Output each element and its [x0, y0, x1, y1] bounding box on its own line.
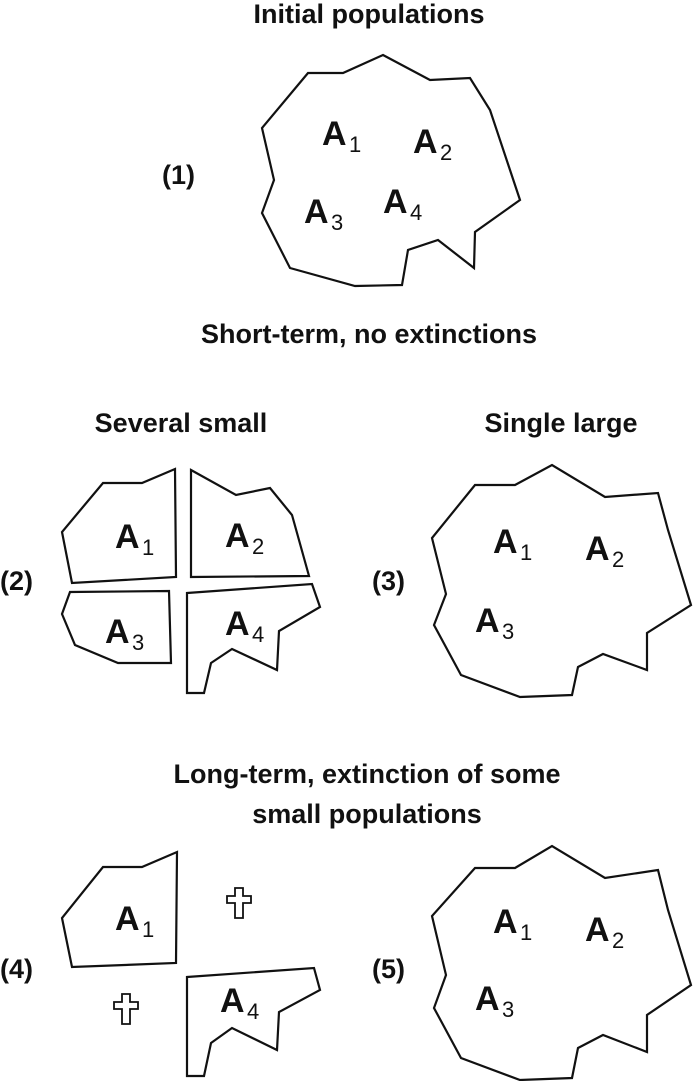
population-letter: A: [585, 911, 610, 949]
population-letter: A: [220, 982, 245, 1020]
panel3-population-A1: A 1: [493, 523, 532, 565]
population-subscript: 2: [252, 534, 264, 559]
single-large-patch-long-term: [430, 844, 693, 1082]
panel4-population-A4: A 4: [220, 982, 259, 1024]
initial-habitat-patch: [260, 53, 522, 288]
cross-icon: [226, 887, 252, 919]
panel4-population-A1: A 1: [115, 900, 154, 942]
population-letter: A: [322, 115, 347, 153]
fragment-top-left: [60, 467, 178, 585]
panel5-population-A2: A 2: [585, 911, 624, 953]
population-letter: A: [493, 903, 518, 941]
heading-single-large: Single large: [484, 408, 637, 438]
population-subscript: 4: [252, 622, 264, 647]
panel-label-3: (3): [372, 566, 405, 596]
heading-long-term-line2: small populations: [252, 799, 482, 829]
population-letter: A: [475, 980, 500, 1018]
panel-label-4: (4): [0, 954, 33, 984]
panel-label-5: (5): [372, 954, 405, 984]
panel3-population-A2: A 2: [585, 530, 624, 572]
population-letter: A: [115, 900, 140, 938]
panel2-population-A1: A 1: [115, 518, 154, 560]
cross-icon: [113, 993, 139, 1025]
population-subscript: 2: [612, 547, 624, 572]
panel2-population-A2: A 2: [225, 517, 264, 559]
population-subscript: 3: [502, 997, 514, 1022]
panel-label-2: (2): [0, 566, 33, 596]
population-subscript: 2: [440, 140, 452, 165]
panel3-population-A3: A 3: [475, 602, 514, 644]
panel5-population-A3: A 3: [475, 980, 514, 1022]
panel1-population-A2: A 2: [413, 123, 452, 165]
panel1-population-A4: A 4: [383, 183, 422, 225]
panel5-population-A1: A 1: [493, 903, 532, 945]
population-subscript: 1: [142, 535, 154, 560]
panel2-population-A4: A 4: [225, 605, 264, 647]
population-letter: A: [493, 523, 518, 561]
heading-short-term: Short-term, no extinctions: [201, 319, 537, 349]
population-subscript: 3: [502, 619, 514, 644]
population-subscript: 2: [612, 928, 624, 953]
fragment-bottom-right: [185, 582, 322, 695]
population-subscript: 3: [132, 630, 144, 655]
heading-long-term-line1: Long-term, extinction of some: [173, 759, 560, 789]
population-letter: A: [475, 602, 500, 640]
population-subscript: 1: [349, 132, 361, 157]
population-letter: A: [225, 605, 250, 643]
panel-label-1: (1): [162, 160, 195, 190]
population-subscript: 3: [331, 210, 343, 235]
population-letter: A: [585, 530, 610, 568]
fragment-bottom-left: [60, 589, 173, 665]
population-letter: A: [383, 183, 408, 221]
population-letter: A: [413, 123, 438, 161]
population-subscript: 4: [247, 999, 259, 1024]
surviving-fragment-A1: [60, 850, 179, 969]
panel1-population-A1: A 1: [322, 115, 361, 157]
population-letter: A: [105, 613, 130, 651]
population-subscript: 1: [142, 917, 154, 942]
heading-several-small: Several small: [95, 408, 268, 438]
panel2-population-A3: A 3: [105, 613, 144, 655]
population-letter: A: [304, 193, 329, 231]
population-subscript: 1: [520, 540, 532, 565]
heading-initial-populations: Initial populations: [254, 0, 485, 29]
single-large-patch: [430, 463, 693, 699]
fragment-top-right: [189, 468, 311, 579]
population-subscript: 1: [520, 920, 532, 945]
population-letter: A: [115, 518, 140, 556]
population-letter: A: [225, 517, 250, 555]
surviving-fragment-A4: [185, 966, 322, 1078]
panel1-population-A3: A 3: [304, 193, 343, 235]
population-subscript: 4: [410, 200, 422, 225]
